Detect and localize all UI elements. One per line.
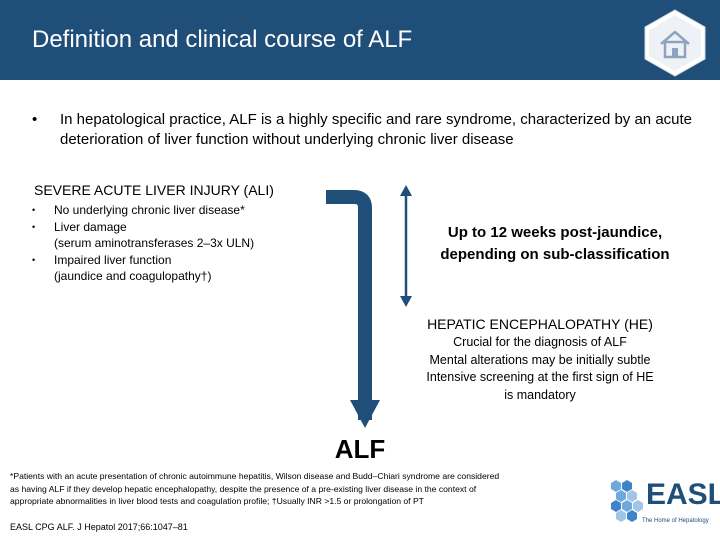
footnote: *Patients with an acute presentation of … (10, 470, 600, 508)
intro-bullet: • In hepatological practice, ALF is a hi… (32, 110, 702, 150)
ali-heading: SEVERE ACUTE LIVER INJURY (ALI) (34, 182, 274, 198)
timing-line-2: depending on sub-classification (440, 246, 670, 263)
alf-label: ALF (334, 434, 386, 464)
he-description: Crucial for the diagnosis of ALF Mental … (390, 334, 690, 404)
logo-tagline: The Home of Hepatology (642, 518, 709, 524)
bullet-marker: • (32, 111, 38, 128)
list-item-text: Liver damage (54, 219, 127, 234)
list-item-subtext: (jaundice and coagulopathy†) (54, 269, 212, 283)
he-line: is mandatory (504, 387, 576, 402)
alf-arrowhead (350, 400, 380, 428)
easl-logo: EASL The Home of Hepatology (606, 472, 720, 534)
home-button[interactable] (642, 8, 708, 78)
list-item-text: No underlying chronic liver disease* (54, 203, 245, 217)
footnote-line: as having ALF if they develop hepatic en… (10, 483, 477, 494)
timing-arrow-down (400, 296, 412, 307)
intro-text: In hepatological practice, ALF is a high… (60, 111, 693, 148)
he-line: Mental alterations may be initially subt… (429, 352, 651, 367)
footnote-line: appropriate abnormalities in liver blood… (10, 496, 424, 506)
ali-connector (326, 190, 372, 420)
list-item: • Impaired liver function (jaundice and … (32, 252, 332, 285)
timing-arrow-up (400, 185, 412, 196)
footnote-line: *Patients with an acute presentation of … (10, 471, 500, 481)
he-line: Intensive screening at the first sign of… (426, 370, 654, 384)
ali-criteria-list: • No underlying chronic liver disease* •… (32, 202, 332, 285)
page-title: Definition and clinical course of ALF (32, 26, 413, 53)
logo-hexagons-icon (611, 480, 643, 522)
list-item: • Liver damage (serum aminotransferases … (32, 219, 332, 252)
reference-citation: EASL CPG ALF. J Hepatol 2017;66:1047–81 (10, 522, 188, 532)
timing-line-1: Up to 12 weeks post-jaundice, (447, 224, 663, 241)
he-heading: HEPATIC ENCEPHALOPATHY (HE) (427, 316, 653, 332)
he-line: Crucial for the diagnosis of ALF (453, 335, 627, 349)
list-item: • No underlying chronic liver disease* (32, 202, 332, 219)
list-item-subtext: (serum aminotransferases 2–3x ULN) (54, 236, 255, 250)
bullet-marker: • (32, 254, 36, 265)
bullet-marker: • (32, 221, 36, 232)
logo-text: EASL (646, 478, 720, 511)
list-item-text: Impaired liver function (54, 252, 172, 267)
timing-label: Up to 12 weeks post-jaundice, depending … (410, 222, 700, 266)
header-bar: Definition and clinical course of ALF (0, 0, 720, 80)
home-icon (644, 9, 706, 77)
bullet-marker: • (32, 205, 36, 215)
